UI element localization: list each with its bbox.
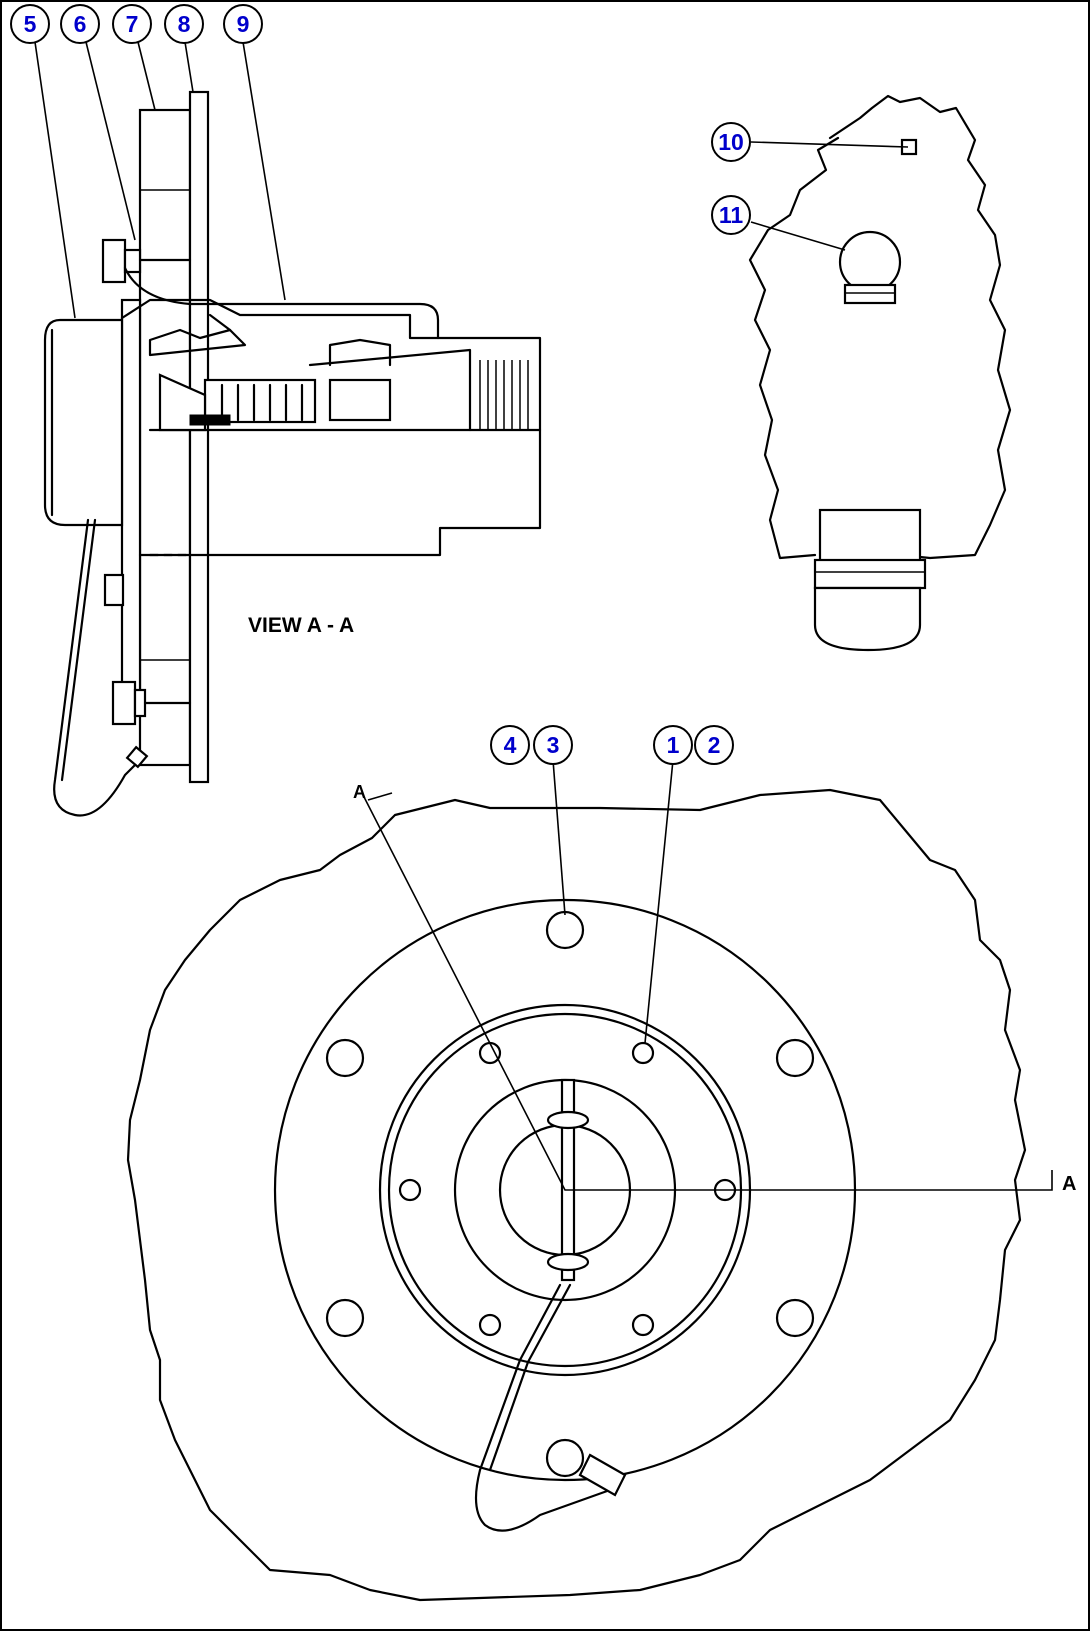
inner-bolts [398,1041,737,1337]
section-line [362,794,1053,1191]
fitting-cap [813,586,922,652]
callout-1[interactable]: 1 [653,725,693,765]
center-pin [560,1078,576,1282]
callout-9[interactable]: 9 [223,4,263,44]
leader-lines [34,41,909,1044]
breather-cap [838,230,902,294]
section-view-a-a [43,90,542,817]
svg-text:4: 4 [504,732,517,758]
detail-outline-left [748,136,840,560]
outer-bolts [325,910,815,1478]
view-title: VIEW A - A [248,614,354,637]
wheel-outline [126,788,1027,1602]
svg-text:6: 6 [74,11,87,37]
svg-text:10: 10 [718,129,744,155]
front-lanyard [474,1283,622,1532]
detail-view [748,94,1012,652]
section-marker-left: A [353,782,366,802]
callout-2[interactable]: 2 [694,725,734,765]
section-marker-right: A [1062,1173,1076,1195]
plunger [328,338,392,367]
callout-5[interactable]: 5 [10,4,50,44]
callout-11[interactable]: 11 [711,195,751,235]
svg-text:11: 11 [719,202,744,228]
inner-plate [120,298,142,712]
mid-nut [103,573,125,607]
callout-6[interactable]: 6 [60,4,100,44]
lanyard-wire [53,518,142,817]
svg-text:1: 1 [667,732,680,758]
lower-bolt-head [111,680,137,726]
seal-ring [189,414,231,426]
svg-text:5: 5 [24,11,37,37]
section-arrow-left [367,792,393,801]
svg-text:9: 9 [237,11,250,37]
svg-text:8: 8 [178,11,191,37]
front-view [126,788,1053,1602]
callout-3[interactable]: 3 [533,725,573,765]
callout-7[interactable]: 7 [112,4,152,44]
breather-base [843,283,897,305]
flange-rim [188,90,210,784]
fitting-ring [813,558,927,590]
callout-10[interactable]: 10 [711,122,751,162]
housing-outline [120,298,542,557]
callout-4[interactable]: 4 [490,725,530,765]
callout-8[interactable]: 8 [164,4,204,44]
svg-text:3: 3 [547,732,560,758]
threads [479,360,529,430]
svg-text:2: 2 [708,732,721,758]
dust-cap [43,318,124,527]
svg-text:7: 7 [126,11,139,37]
flange-plate [138,108,192,767]
upper-bolt-head [101,238,127,284]
detail-outline-right [828,94,1012,560]
spring-coils [220,383,304,422]
